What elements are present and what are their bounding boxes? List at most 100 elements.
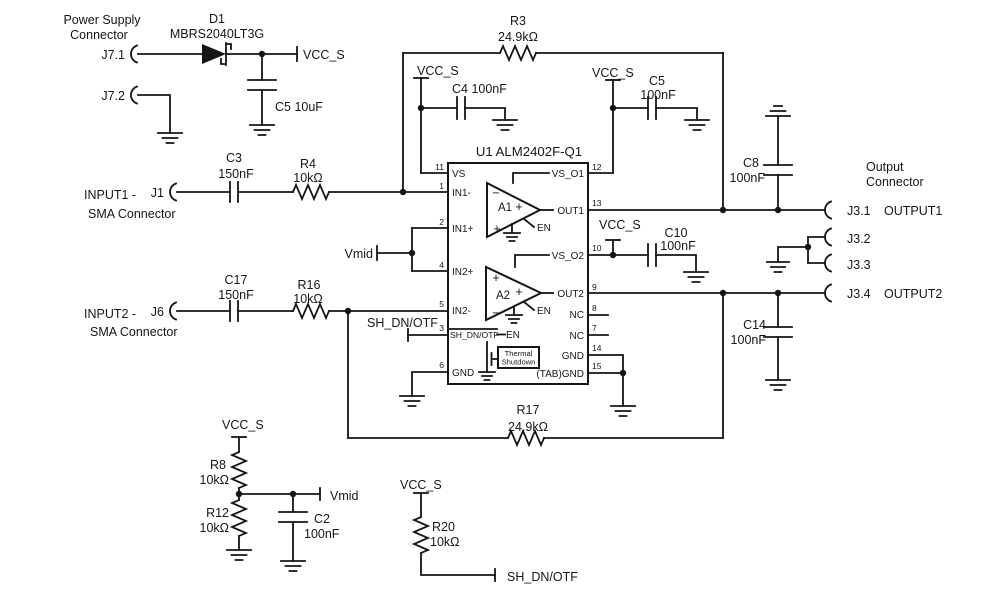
ground-icon [492,119,518,131]
c10-capacitor-icon [647,243,657,267]
a1-output-plus-sign: + [515,200,522,214]
wire [522,300,536,312]
pin-number: 8 [592,303,597,313]
power-supply-title-line1: Power Supply [63,13,141,27]
junction-dot [417,104,425,112]
r12-ref-label: R12 [206,506,229,520]
r3-resistor-icon [498,43,538,63]
wire [655,254,697,273]
a2-en-label: EN [537,306,551,317]
r16-val-label: 10kΩ [293,292,323,306]
r12-resistor-icon [229,498,249,538]
vmid-net-label: Vmid [330,489,359,503]
j71-label: J7.1 [101,48,125,62]
a2-output-plus-sign: + [515,285,522,299]
r8-val-label: 10kΩ [200,473,230,487]
vcc-net-label: VCC_S [303,48,345,62]
r3-val-label: 24.9kΩ [498,30,538,44]
output-section: Output Connector J3.1 OUTPUT1 C8 100nF J… [587,105,942,391]
c5-val-label: 100nF [640,88,676,102]
ic-body [447,162,589,385]
power-supply-title-line2: Connector [70,28,128,42]
r8-resistor-icon [229,450,249,490]
pin-name-in2n: IN2- [452,306,471,317]
pin-name-out2: OUT2 [557,289,584,300]
thermal-shutdown-label1: Thermal [505,349,533,358]
wire [587,354,624,407]
input2-section: INPUT2 - SMA Connector J6 C17 150nF R16 … [84,273,449,439]
wire [655,107,698,121]
opamp-a1-triangle [486,181,543,239]
c8-capacitor-icon [763,164,793,176]
junction-dot [774,289,782,297]
junction-dot [344,307,352,315]
shdn-net-label: SH_DN/OTF [507,570,578,584]
pin-number: 11 [435,162,444,172]
junction-dot [399,188,407,196]
wire [512,172,550,184]
pin-name-vso2: VS_O2 [552,251,585,262]
pin-number: 1 [439,181,444,191]
d1-ref-label: D1 [209,12,225,26]
supply-rail-section: R3 24.9kΩ VCC_S C4 100nF VCC_S C5 100nF [402,14,724,211]
wire [420,552,496,576]
ground-icon [157,132,183,144]
r20-val-label: 10kΩ [430,535,460,549]
shdn-pin3-branch: SH_DN/OTF [367,316,449,342]
r17-resistor-icon [506,428,546,448]
pin-number: 3 [439,323,444,333]
c2-val-label: 100nF [304,527,340,541]
junction-dots [235,50,812,498]
input1-name-label: INPUT1 - [84,188,136,202]
output1-net-label: OUTPUT1 [884,204,942,218]
pin6-ground-branch [399,371,449,407]
pin-name-gnd: GND [452,368,474,379]
c8-val-label: 100nF [730,171,766,185]
a2-minus-sign: − [492,306,499,320]
pin-number: 15 [592,361,602,371]
ground-icon [280,560,306,572]
c17-capacitor-icon [229,300,239,322]
ground-icon [765,379,791,391]
junction-dot [408,249,416,257]
c5-ref-label: C5 [649,74,665,88]
vcc-net-label: VCC_S [222,418,264,432]
pin-number: 14 [592,343,602,353]
pin-name-in2p: IN2+ [452,267,474,278]
output2-net-label: OUTPUT2 [884,287,942,301]
j6-label: J6 [151,305,164,319]
ground-icon [399,395,425,407]
pin-number: 5 [439,299,444,309]
wire [514,254,550,268]
junction-dot [289,490,297,498]
power-supply-section: Power Supply Connector J7.1 J7.2 D1 MBRS… [63,12,345,144]
c5-bulk-label: C5 10uF [275,100,323,114]
junction-dot [619,369,627,377]
ground-icon [226,549,252,561]
r8-ref-label: R8 [210,458,226,472]
c17-val-label: 150nF [218,288,254,302]
thermal-shutdown-label2: Shutdown [502,358,536,367]
wire [464,107,506,121]
pin-number: 12 [592,162,602,172]
ground-icon [684,119,710,131]
j71-connector-pin-icon [130,44,139,64]
junction-dot [719,289,727,297]
r3-ref-label: R3 [510,14,526,28]
shdn-pullup-section: VCC_S R20 10kΩ SH_DN/OTF [400,478,578,584]
c10-val-label: 100nF [660,239,696,253]
vmid-net-label: Vmid [345,247,374,261]
pin-number: 13 [592,198,602,208]
wire [807,236,825,264]
c2-ref-label: C2 [314,512,330,526]
r4-ref-label: R4 [300,157,316,171]
internal-en-label: EN [506,330,520,341]
junction-dot [719,206,727,214]
j72-label: J7.2 [101,89,125,103]
j1-connector-pin-icon [169,182,178,202]
c8-ref-label: C8 [743,156,759,170]
c5-bulk-capacitor-icon [247,79,277,91]
a1-plus-sign: + [493,222,500,236]
r4-val-label: 10kΩ [293,171,323,185]
